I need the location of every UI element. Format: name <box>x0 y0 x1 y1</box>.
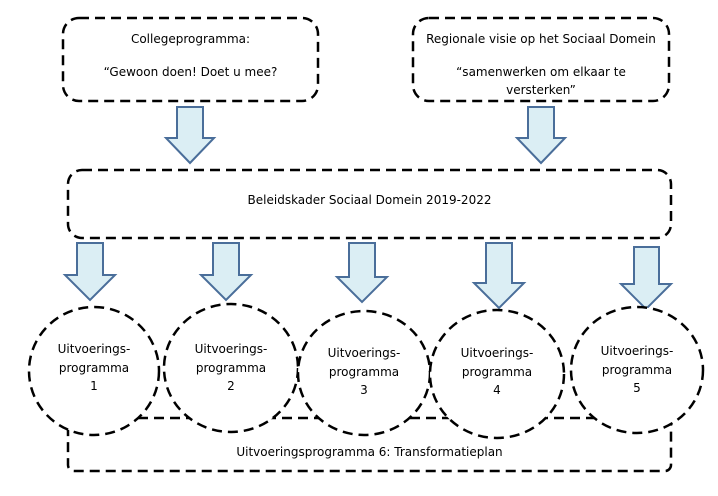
program-ellipse-3 <box>296 309 432 437</box>
program-label-3: Uitvoerings- programma 3 <box>327 346 401 398</box>
top-left-box <box>61 16 320 103</box>
arrow-down-program-3 <box>334 242 390 304</box>
top-right-quote-line1: “samenwerken om elkaar te <box>456 64 626 79</box>
arrow-down-right <box>514 106 568 165</box>
top-right-text: Regionale visie op het Sociaal Domein “s… <box>413 30 669 100</box>
program-label-5: Uitvoerings- programma 5 <box>600 344 674 396</box>
framework-box <box>66 168 673 240</box>
program-ellipse-5 <box>569 305 705 435</box>
framework-label: Beleidskader Sociaal Domein 2019-2022 <box>247 193 492 207</box>
top-right-box <box>411 16 671 103</box>
top-right-title: Regionale visie op het Sociaal Domein <box>426 32 656 46</box>
program-ellipse-2 <box>162 302 300 434</box>
arrow-down-program-4 <box>471 242 527 310</box>
program-ellipse-1 <box>27 305 161 437</box>
program-label-4: Uitvoerings- programma 4 <box>460 346 534 398</box>
program-label-1: Uitvoerings- programma 1 <box>57 342 131 394</box>
top-left-quote: “Gewoon doen! Doet u mee? <box>103 64 278 79</box>
arrow-down-program-1 <box>62 242 118 302</box>
program-label-2: Uitvoerings- programma 2 <box>194 342 268 394</box>
transformation-bar-label: Uitvoeringsprogramma 6: Transformatiepla… <box>236 445 503 459</box>
program-ellipse-4 <box>428 308 566 440</box>
top-left-title: Collegeprogramma: <box>130 32 251 46</box>
arrow-down-program-5 <box>618 246 674 311</box>
top-right-quote-line2: versterken” <box>506 83 576 98</box>
arrow-down-program-2 <box>198 242 254 302</box>
top-left-text: Collegeprogramma: “Gewoon doen! Doet u m… <box>63 30 318 81</box>
arrow-down-left <box>163 106 217 165</box>
